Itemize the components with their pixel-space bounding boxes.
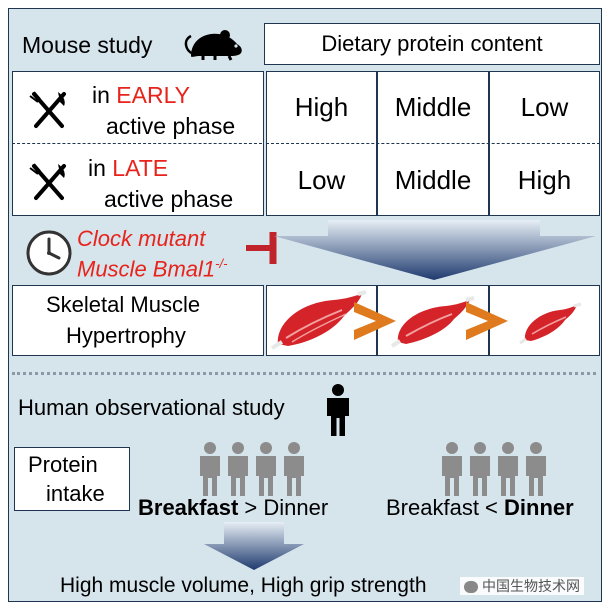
late-phase-line1: in LATE bbox=[88, 155, 169, 181]
watermark: 中国生物技术网 bbox=[460, 577, 584, 596]
human-result: High muscle volume, High grip strength bbox=[60, 574, 427, 597]
early-phase-line1: in EARLY bbox=[92, 82, 191, 108]
person-figure-icon bbox=[498, 442, 518, 496]
protein-intake-line2: intake bbox=[46, 481, 105, 506]
late-phase-line2: active phase bbox=[104, 186, 234, 212]
late-level-2: Middle bbox=[394, 164, 472, 195]
late-level-1: Low bbox=[297, 164, 346, 195]
mouse-icon bbox=[184, 30, 242, 61]
person-icon bbox=[327, 384, 349, 436]
protein-intake-box bbox=[14, 447, 130, 511]
muscle-icon bbox=[270, 290, 367, 350]
chevron-greater-icon bbox=[354, 302, 396, 340]
person-figure-icon bbox=[284, 442, 304, 496]
level-row-divider bbox=[266, 143, 600, 144]
breakfast-greater-label: Breakfast > Dinner bbox=[138, 495, 329, 520]
clock-icon bbox=[26, 230, 72, 276]
muscle-icon bbox=[390, 296, 475, 348]
early-label: EARLY bbox=[116, 82, 191, 108]
section-divider bbox=[12, 372, 596, 375]
human-study-title: Human observational study bbox=[18, 395, 285, 420]
row-divider bbox=[12, 143, 262, 144]
protein-intake-line1: Protein bbox=[28, 452, 98, 477]
fork-knife-icon bbox=[29, 91, 66, 128]
diet-header-box bbox=[264, 23, 600, 65]
dinner-greater-label: Breakfast < Dinner bbox=[386, 495, 574, 520]
person-figure-icon bbox=[470, 442, 490, 496]
person-figure-icon bbox=[256, 442, 276, 496]
person-figure-icon bbox=[228, 442, 248, 496]
fork-knife-icon bbox=[29, 163, 66, 200]
person-figure-icon bbox=[200, 442, 220, 496]
outcome-line2: Hypertrophy bbox=[66, 323, 186, 348]
muscle-icon bbox=[519, 302, 582, 345]
people-group-breakfast bbox=[200, 442, 304, 496]
early-phase-line2: active phase bbox=[106, 113, 236, 139]
inhibit-icon bbox=[246, 232, 277, 264]
mouse-study-title: Mouse study bbox=[22, 32, 153, 58]
result-down-arrow bbox=[204, 522, 304, 570]
wechat-icon bbox=[464, 581, 478, 594]
person-figure-icon bbox=[526, 442, 546, 496]
late-level-3: High bbox=[517, 164, 572, 195]
early-level-1: High bbox=[294, 91, 349, 122]
early-level-3: Low bbox=[520, 91, 569, 122]
people-group-dinner bbox=[442, 442, 546, 496]
outcome-line1: Skeletal Muscle bbox=[46, 292, 201, 317]
bmal1-label: Muscle Bmal1-/- bbox=[77, 256, 228, 282]
person-figure-icon bbox=[442, 442, 462, 496]
chevron-greater-icon bbox=[466, 302, 508, 340]
outcome-box bbox=[12, 285, 264, 356]
diet-header-label: Dietary protein content bbox=[321, 31, 543, 56]
late-label: LATE bbox=[112, 155, 169, 181]
clock-mutant-label: Clock mutant bbox=[77, 226, 206, 251]
down-arrow bbox=[274, 220, 596, 280]
early-level-2: Middle bbox=[394, 91, 472, 122]
